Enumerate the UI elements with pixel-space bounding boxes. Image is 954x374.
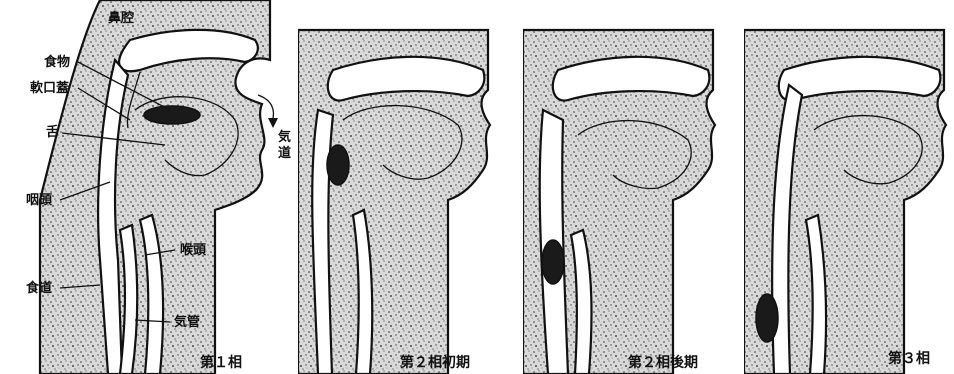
- food-bolus: [144, 106, 200, 124]
- label-soft-palate: 軟口蓋: [30, 82, 69, 95]
- panel-phase-3: [744, 0, 954, 374]
- food-bolus: [327, 145, 349, 185]
- caption-phase-3: 第３相: [888, 352, 930, 366]
- label-pharynx: 咽頭: [26, 194, 52, 207]
- label-trachea: 気管: [174, 316, 200, 329]
- label-esophagus: 食道: [26, 282, 52, 295]
- food-bolus: [756, 294, 778, 342]
- label-nasal-cavity: 鼻腔: [108, 12, 134, 25]
- caption-phase-2-late: 第２相後期: [628, 356, 698, 370]
- panel-phase-2-late: [523, 0, 733, 374]
- caption-phase-1: 第１相: [200, 356, 242, 370]
- label-airway: 気道: [278, 130, 292, 161]
- label-food: 食物: [44, 56, 70, 69]
- panel-phase-2-early: [298, 0, 508, 374]
- airway-arrowhead: [268, 118, 278, 128]
- label-tongue: 舌: [46, 126, 59, 139]
- food-bolus: [542, 240, 564, 284]
- caption-phase-2-early: 第２相初期: [400, 356, 470, 370]
- label-larynx: 喉頭: [180, 244, 206, 257]
